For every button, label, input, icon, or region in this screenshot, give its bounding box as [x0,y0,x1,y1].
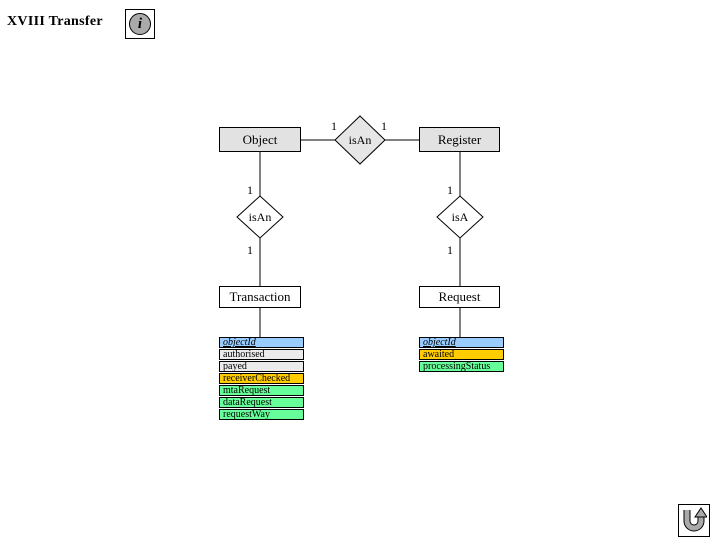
cardinality-isa-request: 1 [447,243,453,257]
attribute-row: payed [219,361,304,372]
attribute-row: objectId [219,337,304,348]
attribute-row: processingStatus [419,361,504,372]
return-button[interactable] [678,504,710,537]
cardinality-object-isan-left: 1 [247,183,253,197]
attribute-row: objectId [419,337,504,348]
cardinality-isan-register: 1 [381,119,387,133]
cardinality-object-isan: 1 [331,119,337,133]
attribute-row: authorised [219,349,304,360]
attribute-row: dataRequest [219,397,304,408]
info-icon: i [129,13,151,35]
attribute-list-request: objectId awaited processingStatus [419,337,504,373]
page-title: XVIII Transfer [7,14,103,29]
attribute-row: requestWay [219,409,304,420]
u-turn-arrow-icon [683,507,707,532]
cardinality-isan-transaction: 1 [247,243,253,257]
attribute-row: mtaRequest [219,385,304,396]
attribute-row: receiverChecked [219,373,304,384]
entity-object: Object [219,127,301,152]
entity-request: Request [419,286,500,308]
attribute-row: awaited [419,349,504,360]
entity-register: Register [419,127,500,152]
attribute-list-transaction: objectId authorised payed receiverChecke… [219,337,304,421]
relationship-label-isan-top: isAn [348,133,372,147]
entity-transaction: Transaction [219,286,301,308]
relationship-label-isan-left: isAn [248,210,272,224]
info-button[interactable]: i [125,9,155,39]
relationship-label-isa-right: isA [451,210,469,224]
cardinality-register-isa: 1 [447,183,453,197]
